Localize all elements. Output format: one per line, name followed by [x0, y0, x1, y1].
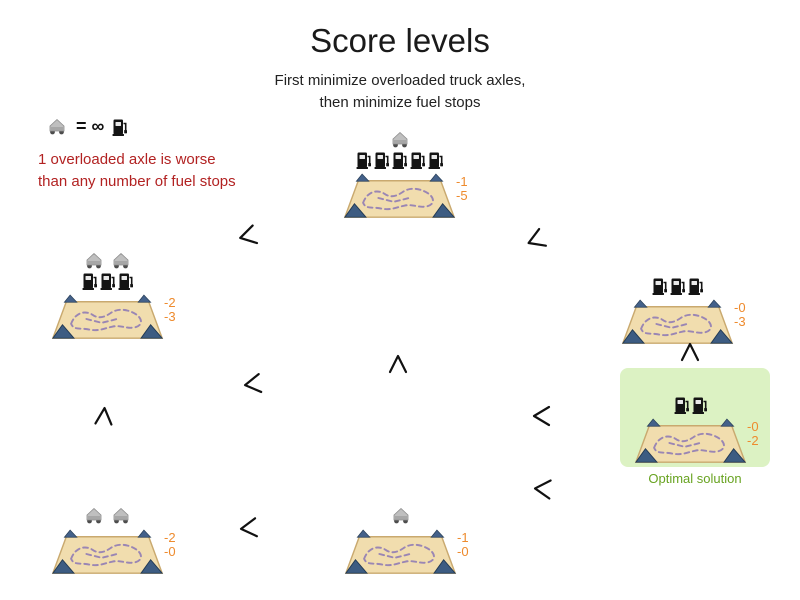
icon-stack: [50, 480, 165, 526]
score: -0 -3: [734, 301, 746, 329]
hard-score: -0: [747, 419, 759, 434]
overloaded-truck-icon: [86, 252, 102, 269]
pump-row: [652, 276, 704, 296]
fuel-pump-icon: [118, 273, 133, 290]
pump-row: [674, 395, 708, 415]
icon-stack: [50, 245, 165, 291]
hard-score: -1: [456, 174, 468, 189]
fuel-pump-icon: [674, 397, 689, 414]
fuel-pump-icon: [112, 119, 128, 136]
caret-up-mark: [680, 342, 700, 362]
solution-optimal: -0 -2: [633, 369, 759, 469]
fuel-pump-icon: [428, 152, 443, 169]
subtitle-line-2: then minimize fuel stops: [319, 93, 481, 111]
fuel-pump-icon: [688, 278, 703, 295]
hard-score: -1: [457, 530, 469, 545]
truck-row: [83, 252, 132, 269]
subtitle-line-1: First minimize overloaded truck axles,: [274, 72, 526, 89]
score-legend: = ∞: [46, 116, 128, 137]
legend-truck-icon-slot: [46, 118, 68, 135]
fuel-pump-icon: [670, 278, 685, 295]
less-than-mark: [239, 224, 259, 245]
soft-score: -0: [457, 544, 469, 559]
route-map: [344, 529, 457, 575]
route-map: [343, 173, 456, 219]
soft-score: -3: [164, 309, 176, 324]
solution-top-middle: -1 -5: [342, 124, 468, 224]
icon-stack: [343, 480, 458, 526]
map-wrap: -1 -0: [343, 528, 469, 580]
fuel-pump-icon: [374, 152, 389, 169]
caret-up-mark: [94, 406, 113, 426]
pump-row: [356, 150, 444, 170]
fuel-pump-icon: [82, 273, 97, 290]
legend-pump-icon-slot: [112, 117, 128, 137]
less-than-mark: [239, 517, 259, 538]
overloaded-truck-icon: [49, 118, 65, 135]
less-than-mark: [532, 405, 551, 427]
icon-stack: [633, 369, 748, 415]
solution-middle-left: -2 -3: [50, 245, 176, 345]
fuel-pump-icon: [100, 273, 115, 290]
page-subtitle: First minimize overloaded truck axles, t…: [0, 70, 800, 114]
soft-score: -5: [456, 188, 468, 203]
hard-score: -2: [164, 530, 176, 545]
hard-score: -2: [164, 295, 176, 310]
truck-row: [389, 131, 411, 148]
warning-line-1: 1 overloaded axle is worse: [38, 151, 216, 168]
score: -1 -0: [457, 531, 469, 559]
overloaded-truck-icon: [113, 507, 129, 524]
less-than-mark: [527, 227, 547, 247]
overloaded-truck-icon: [393, 507, 408, 524]
truck-row: [390, 507, 412, 524]
fuel-pump-icon: [652, 278, 667, 295]
map-wrap: -1 -5: [342, 172, 468, 224]
page-title: Score levels: [310, 22, 490, 59]
warning-text: 1 overloaded axle is worse than any numb…: [38, 149, 236, 193]
solution-bottom-left: -2 -0: [50, 480, 176, 580]
fuel-pump-icon: [392, 152, 407, 169]
icon-stack: [620, 250, 735, 296]
score: -2 -0: [164, 531, 176, 559]
fuel-pump-icon: [410, 152, 425, 169]
soft-score: -2: [747, 433, 759, 448]
score: -1 -5: [456, 175, 468, 203]
overloaded-truck-icon: [86, 507, 102, 524]
overloaded-truck-icon: [392, 131, 407, 148]
solution-bottom-middle: -1 -0: [343, 480, 469, 580]
truck-row: [83, 507, 132, 524]
fuel-pump-icon: [356, 152, 371, 169]
overloaded-truck-icon: [113, 252, 129, 269]
map-wrap: -2 -0: [50, 528, 176, 580]
solution-middle-right: -0 -3: [620, 250, 746, 350]
icon-stack: [342, 124, 457, 170]
map-wrap: -0 -2: [633, 417, 759, 469]
legend-equation: = ∞: [76, 116, 105, 136]
map-wrap: -0 -3: [620, 298, 746, 350]
soft-score: -0: [164, 544, 176, 559]
score: -0 -2: [747, 420, 759, 448]
score: -2 -3: [164, 296, 176, 324]
fuel-pump-icon: [692, 397, 707, 414]
hard-score: -0: [734, 300, 746, 315]
route-map: [634, 418, 747, 464]
optimal-solution-label: Optimal solution: [648, 471, 742, 486]
warning-line-2: than any number of fuel stops: [38, 172, 236, 190]
pump-row: [82, 271, 134, 291]
caret-up-mark: [388, 354, 408, 374]
route-map: [51, 294, 164, 340]
map-wrap: -2 -3: [50, 293, 176, 345]
route-map: [51, 529, 164, 575]
soft-score: -3: [734, 314, 746, 329]
less-than-mark: [533, 479, 552, 500]
less-than-mark: [243, 373, 263, 394]
